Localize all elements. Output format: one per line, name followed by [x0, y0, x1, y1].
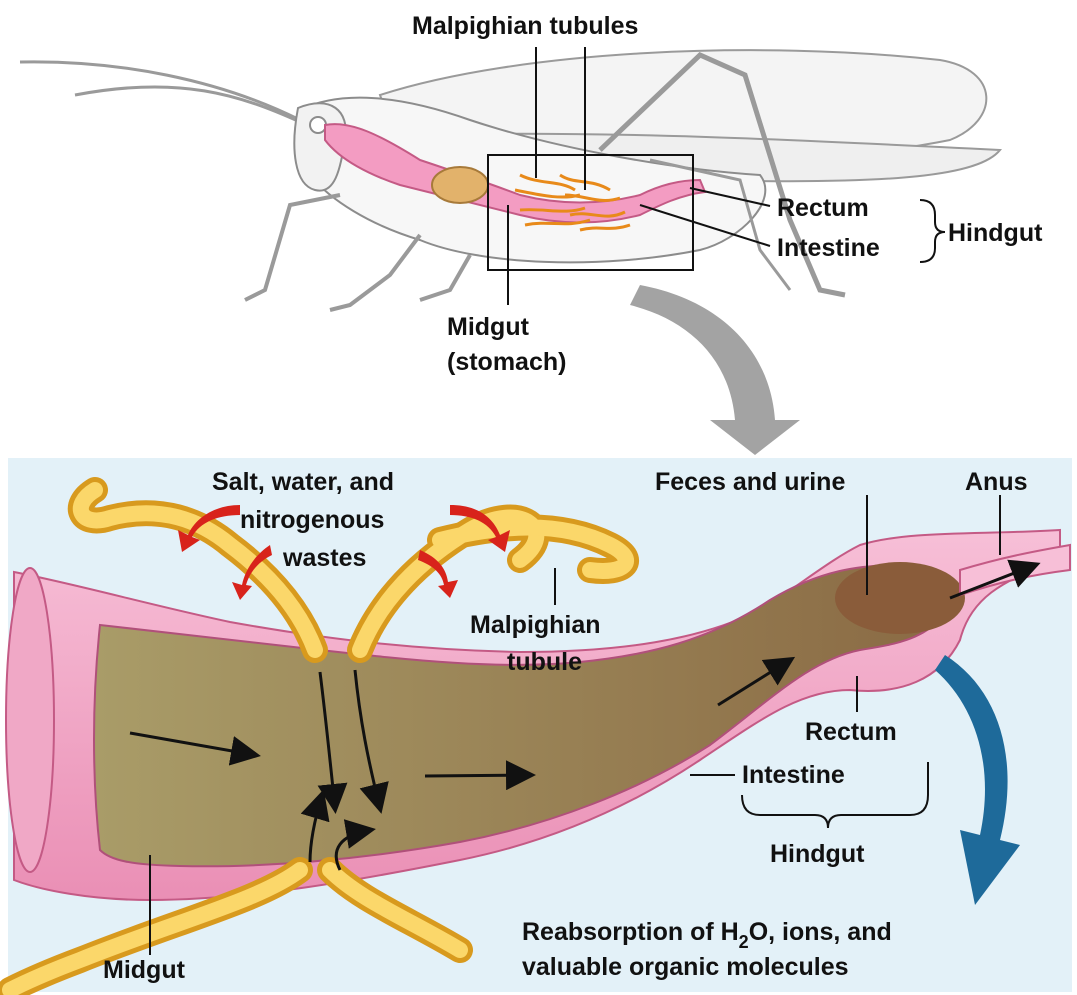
label-salt-3: wastes: [282, 544, 366, 572]
label-top-stomach: (stomach): [447, 348, 566, 376]
label-midgut: Midgut: [103, 956, 186, 984]
label-top-rectum: Rectum: [777, 194, 869, 222]
label-top-intestine: Intestine: [777, 234, 880, 262]
label-malpighian-tubules: Malpighian tubules: [412, 12, 638, 40]
label-anus: Anus: [965, 468, 1028, 496]
label-intestine: Intestine: [742, 761, 845, 789]
label-rectum: Rectum: [805, 718, 897, 746]
grasshopper-illustration: [20, 50, 1000, 310]
label-hindgut: Hindgut: [770, 840, 865, 868]
reabsorption-suffix: O, ions, and: [749, 918, 892, 946]
zoom-arrow: [630, 285, 800, 455]
label-salt-2: nitrogenous: [240, 506, 384, 534]
label-feces-urine: Feces and urine: [655, 468, 845, 496]
reabsorption-prefix: Reabsorption of H: [522, 918, 739, 946]
label-top-hindgut: Hindgut: [948, 219, 1043, 247]
label-reabsorption-2: valuable organic molecules: [522, 953, 849, 981]
reabsorption-subscript: 2: [739, 932, 749, 952]
label-top-midgut: Midgut: [447, 313, 530, 341]
label-malpighian-1: Malpighian: [470, 611, 601, 639]
label-salt-1: Salt, water, and: [212, 468, 394, 496]
label-malpighian-2: tubule: [507, 648, 582, 676]
